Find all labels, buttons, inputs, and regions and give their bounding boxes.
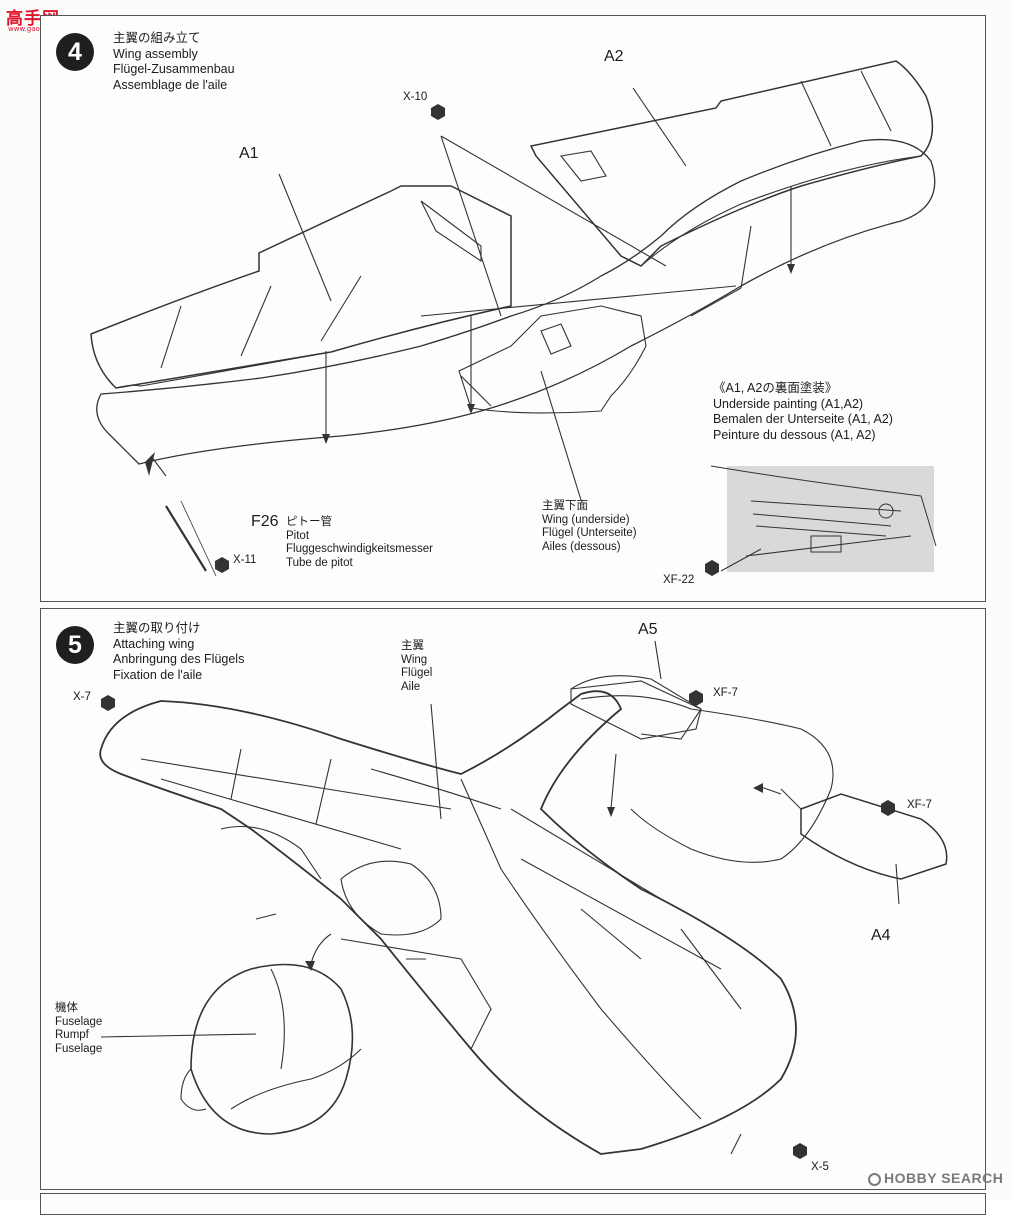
title-fr: Assemblage de l'aile (113, 77, 228, 92)
step-5-panel: 5 主翼の取り付け Attaching wing Anbringung des … (40, 608, 986, 1190)
part-f26-label: F26 (251, 513, 279, 530)
fuselage-jp: 機体 (55, 1002, 78, 1014)
title-jp: 主翼の組み立て (113, 31, 201, 45)
wing-en: Wing (401, 653, 428, 666)
step-title: 主翼の組み立て Wing assembly Flügel-Zusammenbau… (113, 31, 235, 93)
wing-underside-en: Wing (underside) (542, 513, 630, 526)
underside-en: Underside painting (A1,A2) (713, 396, 864, 411)
wing-underside-jp: 主翼下面 (542, 500, 588, 512)
paint-x10-label: X-10 (403, 91, 428, 103)
underside-painting-note: 《A1, A2の裏面塗装》 Underside painting (A1,A2)… (713, 381, 893, 443)
paint-xf7-b-label: XF-7 (907, 799, 932, 811)
fuselage-de: Rumpf (55, 1029, 89, 1041)
pitot-en: Pitot (286, 529, 310, 542)
underside-fr: Peinture du dessous (A1, A2) (713, 427, 876, 442)
pitot-jp: ピトー管 (286, 516, 332, 528)
paint-x11-label: X-11 (233, 554, 257, 566)
pitot-de: Fluggeschwindigkeitsmesser (286, 543, 434, 555)
step-number-badge: 4 (56, 33, 94, 71)
hobby-search-watermark: HOBBY SEARCH (868, 1170, 1003, 1186)
next-step-panel-edge (40, 1193, 986, 1215)
wing-underside-caption: 主翼下面 Wing (underside) Flügel (Unterseite… (542, 500, 637, 554)
paint-x7-label: X-7 (73, 691, 91, 703)
paint-xf22-label: XF-22 (663, 574, 695, 586)
wing-assembly-illustration (90, 60, 937, 577)
step-4-panel: 4 主翼の組み立て Wing assembly Flügel-Zusammenb… (40, 15, 986, 602)
paint-xf7-a-label: XF-7 (713, 687, 738, 699)
pitot-caption: ピトー管 Pitot Fluggeschwindigkeitsmesser Tu… (286, 516, 433, 570)
pitot-fr: Tube de pitot (286, 556, 353, 569)
wing-jp: 主翼 (401, 640, 424, 652)
fuselage-fr: Fuselage (55, 1042, 103, 1055)
wing-de: Flügel (401, 667, 433, 679)
underside-jp: 《A1, A2の裏面塗装》 (713, 381, 838, 395)
part-a5-label: A5 (638, 621, 658, 638)
title-jp: 主翼の取り付け (113, 621, 201, 635)
title-en: Wing assembly (113, 46, 198, 61)
title-en: Attaching wing (113, 636, 195, 651)
title-de: Flügel-Zusammenbau (113, 62, 235, 76)
part-a2-label: A2 (604, 48, 624, 65)
wing-underside-de: Flügel (Unterseite) (542, 527, 637, 539)
part-a1-label: A1 (239, 145, 259, 162)
wing-attach-illustration (99, 640, 948, 1159)
wing-fr: Aile (401, 680, 421, 693)
copyright-circle-icon (868, 1173, 881, 1186)
step-number-badge: 5 (56, 626, 94, 664)
wing-underside-fr: Ailes (dessous) (542, 540, 621, 553)
step-title: 主翼の取り付け Attaching wing Anbringung des Fl… (113, 621, 244, 683)
title-de: Anbringung des Flügels (113, 652, 245, 666)
wing-caption: 主翼 Wing Flügel Aile (401, 640, 432, 694)
fuselage-en: Fuselage (55, 1015, 103, 1028)
fuselage-caption: 機体 Fuselage Rumpf Fuselage (55, 1002, 102, 1056)
part-a4-label: A4 (871, 927, 891, 944)
paint-x5-label: X-5 (811, 1161, 829, 1173)
hobby-search-brand: HOBBY SEARCH (884, 1170, 1004, 1186)
underside-de: Bemalen der Unterseite (A1, A2) (713, 412, 893, 426)
title-fr: Fixation de l'aile (113, 667, 203, 682)
